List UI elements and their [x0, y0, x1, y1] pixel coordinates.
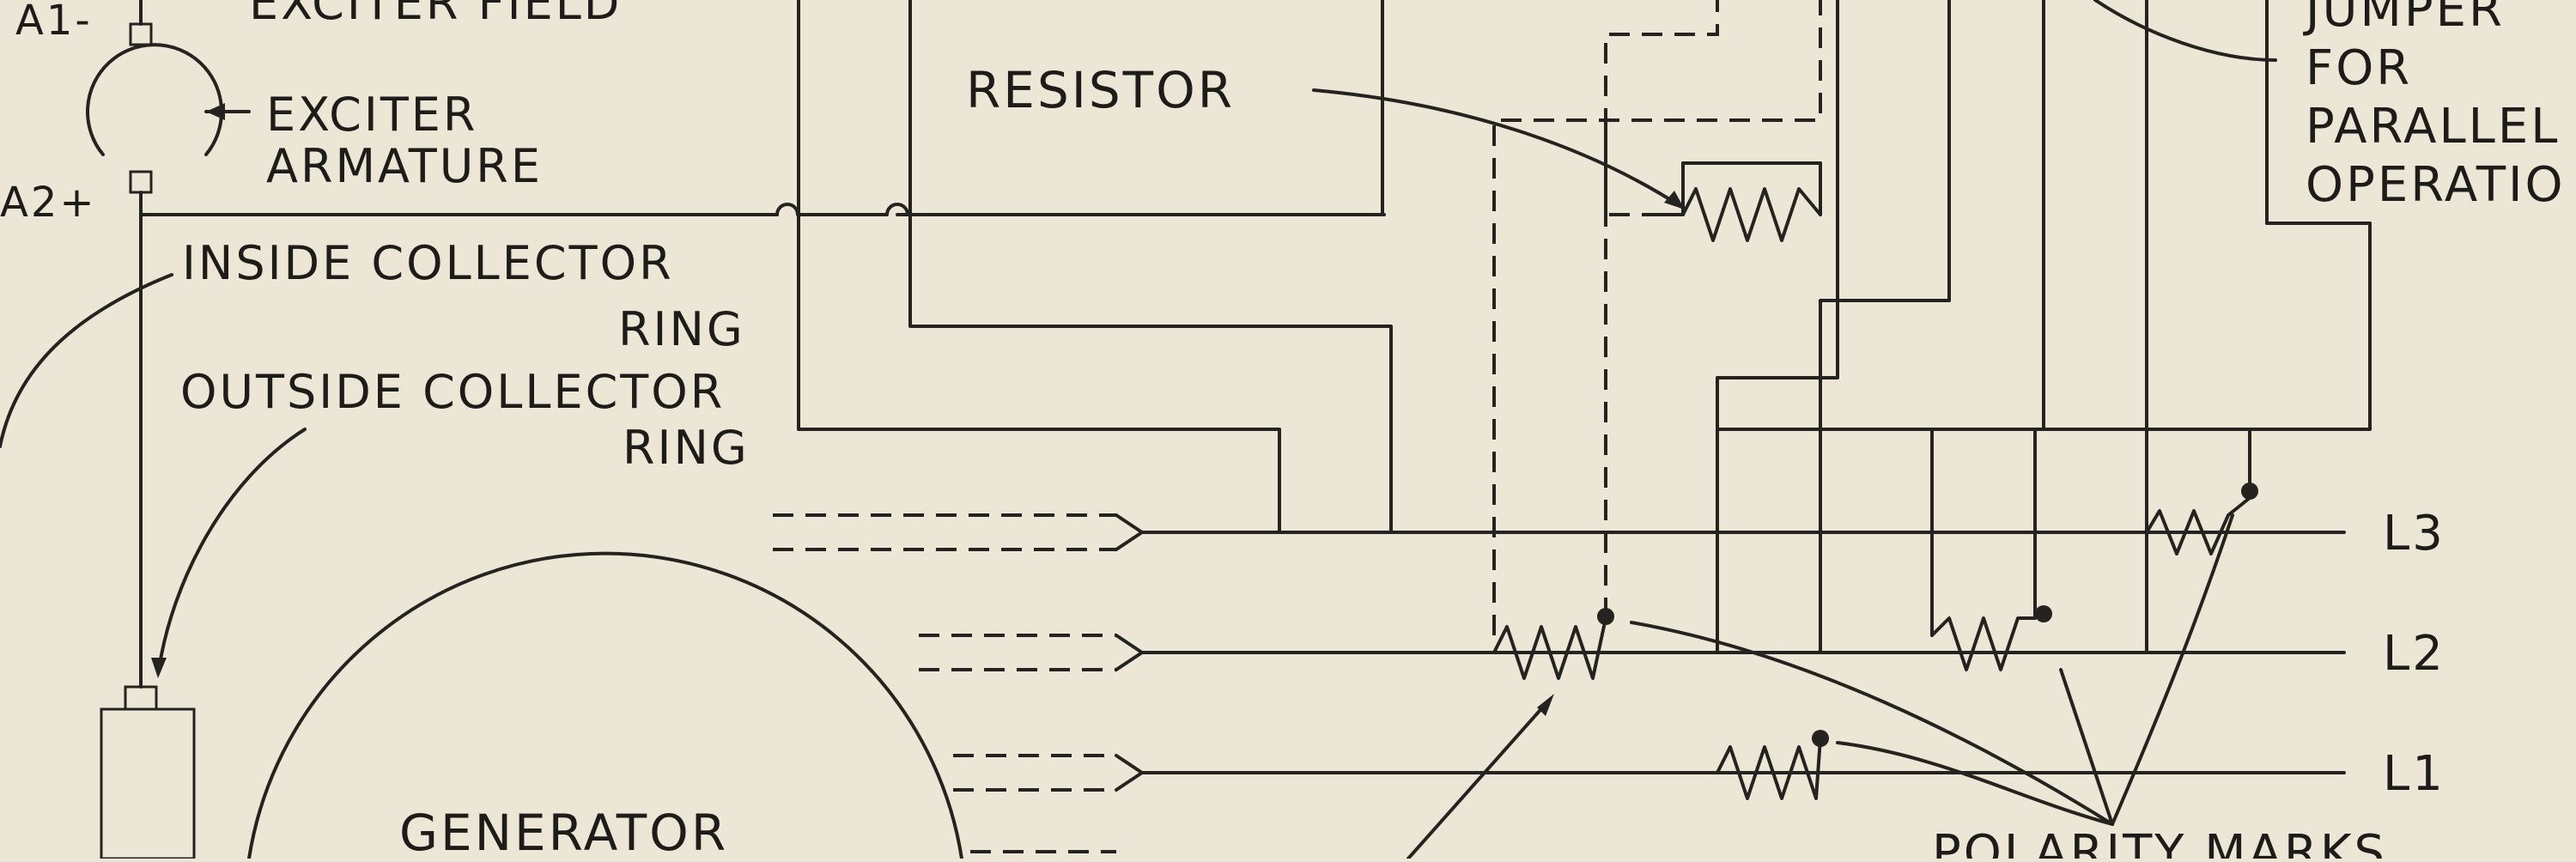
label-resistor: RESISTOR [966, 61, 1235, 119]
label-l1: L1 [2383, 746, 2445, 802]
label-polarity-marks: POLARITY MARKS [1932, 825, 2387, 859]
label-outside-ring-2: RING [623, 421, 750, 475]
label-generator: GENERATOR [399, 804, 728, 859]
label-exciter-armature-1: EXCITER [266, 88, 477, 142]
resistor-pointer [1312, 88, 1685, 209]
label-jumper-4: OPERATIO [2306, 157, 2566, 213]
label-a2: A2+ [0, 179, 97, 227]
label-inside-ring-1: INSIDE COLLECTOR [182, 236, 674, 290]
field-circuit-wiring [797, 0, 2372, 654]
jumper-pointer [2093, 0, 2277, 62]
label-l2: L2 [2383, 626, 2445, 682]
brush-holder [100, 685, 196, 860]
polarity-dots [1597, 483, 2258, 747]
generator-circle [247, 551, 963, 860]
label-exciter-armature-2: ARMATURE [266, 139, 543, 193]
line-l3 [1140, 496, 2346, 555]
label-jumper-3: PARALLEL [2306, 99, 2560, 155]
outside-ring-leader [157, 428, 307, 671]
inside-ring-leader [0, 273, 173, 448]
label-a1: A1- [15, 0, 93, 45]
label-jumper-2: FOR [2306, 40, 2412, 96]
generator-dashed-leads [773, 513, 1144, 853]
label-exciter-field: EXCITER FIELD [249, 0, 622, 30]
field-resistor [1647, 161, 1822, 242]
jumper-dashed-wiring [1492, 0, 1822, 635]
exciter-armature-symbol [86, 0, 251, 216]
label-inside-ring-2: RING [618, 302, 745, 356]
line-l2 [1140, 616, 2346, 680]
label-l3: L3 [2383, 506, 2445, 562]
label-jumper-1: JUMPER [2303, 0, 2505, 38]
label-outside-ring-1: OUTSIDE COLLECTOR [180, 365, 725, 419]
polarity-leaders [1406, 513, 2234, 860]
line-l1 [1140, 737, 2346, 800]
